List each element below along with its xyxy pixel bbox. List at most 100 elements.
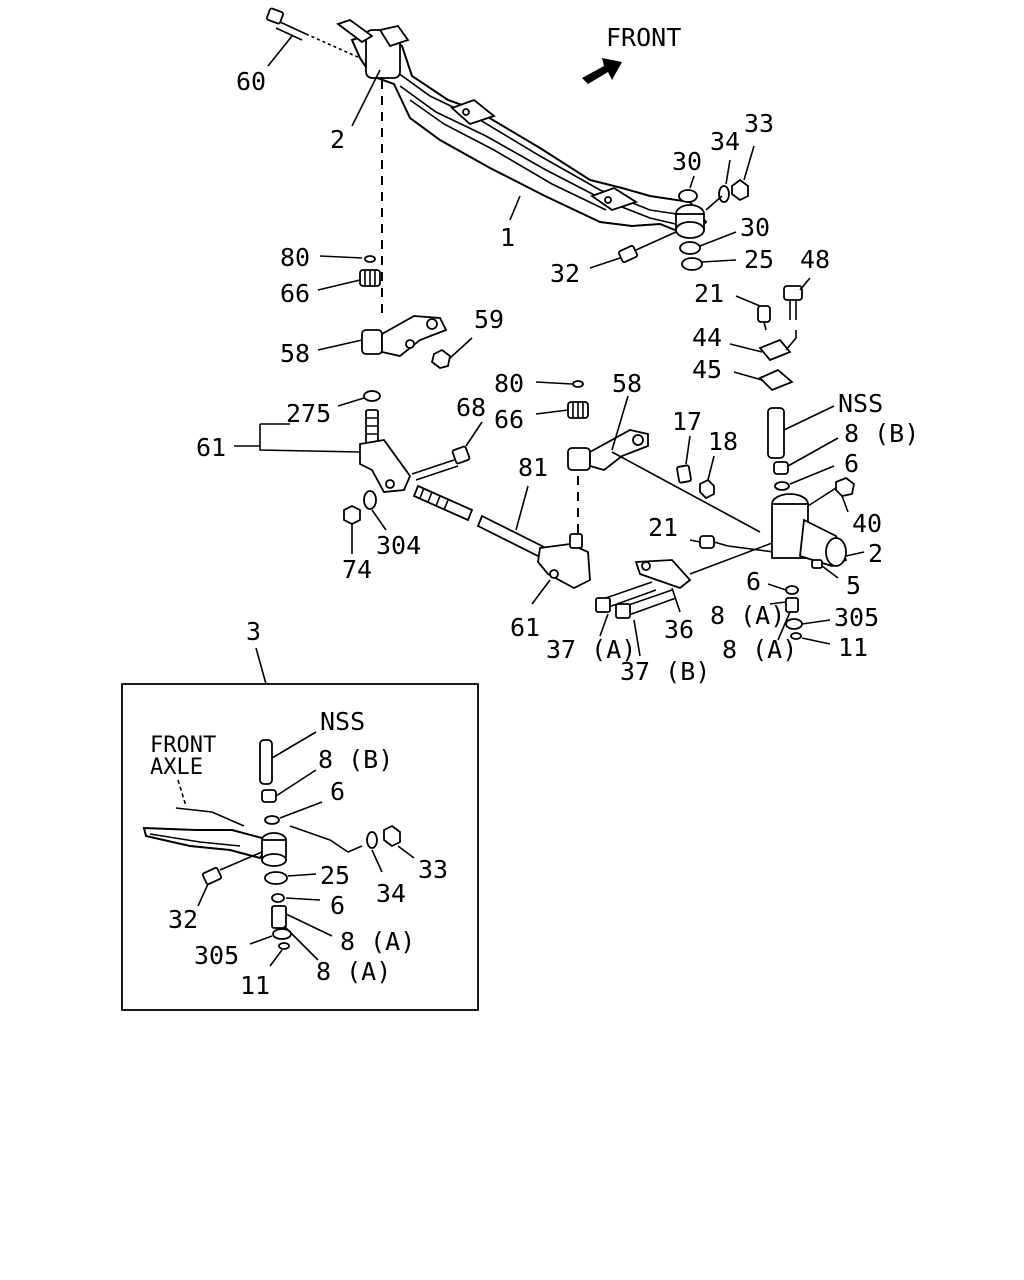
nut-74 [343,504,361,526]
bolt-60 [266,7,361,59]
washer-30b [679,241,701,255]
inset-callout-6a: 6 [330,777,345,806]
callout-21a: 21 [694,279,724,308]
callout-25a: 25 [744,245,774,274]
washer-304 [363,490,377,510]
stud-17 [676,464,692,484]
inset-callout-8a-1: 8 (A) [340,927,415,956]
inset-bushing-8a [271,905,287,929]
washer-34 [718,185,730,203]
callout-80b: 80 [494,369,524,398]
plate-45 [758,368,794,392]
bushing-8b [773,461,789,475]
inset-callout-25: 25 [320,861,350,890]
inset-callout-33: 33 [418,855,448,884]
bolt-48 [783,285,803,320]
callout-44: 44 [692,323,722,352]
inset-callout-11: 11 [240,971,270,1000]
kingpin-nss [767,407,785,459]
cotter-pin-80 [364,255,376,263]
callout-6a: 6 [844,449,859,478]
inset-kingpin [259,739,273,785]
front-direction-label: FRONT [606,23,681,52]
inset-shim-6b [271,893,285,903]
steering-lever-36 [595,559,692,619]
inset-nut-33 [383,824,401,848]
front-arrow-icon [582,58,622,84]
callout-80a: 80 [280,243,310,272]
tie-rod-arm-left [359,409,412,493]
grease-nipple-21b [699,535,729,549]
callout-8a-2: 8 (A) [722,635,797,664]
callout-61b: 61 [510,613,540,642]
callout-30b: 30 [740,213,770,242]
inset-shim-6 [264,815,280,825]
callout-17: 17 [672,407,702,436]
bolt-32 [617,244,639,264]
inset-bolt-32 [201,866,223,886]
callout-59: 59 [474,305,504,334]
callout-34a: 34 [710,127,740,156]
callout-45: 45 [692,355,722,384]
washer-275 [363,390,381,402]
callout-11: 11 [838,633,868,662]
inset-axle-label-line1: FRONT [150,733,216,758]
castle-nut-66b [567,401,589,419]
callout-8b: 8 (B) [844,419,919,448]
detail-inset-3: FRONT AXLE [121,683,479,1011]
callout-18: 18 [708,427,738,456]
callout-305: 305 [834,603,879,632]
inset-callout-32: 32 [168,905,198,934]
inset-callout-nss: NSS [320,707,365,736]
callout-33a: 33 [744,109,774,138]
steering-knuckle-right [771,493,848,569]
cotter-pin-80b [572,380,584,388]
nut-18 [699,478,715,500]
callout-nss: NSS [838,389,883,418]
callout-74: 74 [342,555,372,584]
callout-48: 48 [800,245,830,274]
inset-callout-34: 34 [376,879,406,908]
callout-66b: 66 [494,405,524,434]
callout-3: 3 [246,617,261,646]
callout-30a: 30 [672,147,702,176]
inset-callout-8b: 8 (B) [318,745,393,774]
front-axle-beam [336,18,708,239]
inset-callout-8a-2: 8 (A) [316,957,391,986]
callout-66a: 66 [280,279,310,308]
inset-bushing-8b [261,789,277,803]
callout-275: 275 [286,399,331,428]
tie-rod-81 [412,484,548,560]
callout-60: 60 [236,67,266,96]
callout-58a: 58 [280,339,310,368]
callout-8a-1: 8 (A) [710,601,785,630]
nut-59 [430,348,451,369]
callout-36: 36 [664,615,694,644]
shim-6b [785,585,799,595]
steering-arm-left [361,315,448,357]
inset-washer-34 [366,831,378,849]
callout-81: 81 [518,453,548,482]
inset-axle-label-line2: AXLE [150,755,203,780]
callout-6b: 6 [746,567,761,596]
callout-61a: 61 [196,433,226,462]
callout-68: 68 [456,393,486,422]
inset-washer-25 [264,871,288,885]
callout-1: 1 [500,223,515,252]
washer-25 [681,257,703,271]
callout-58b: 58 [612,369,642,398]
grease-nipple-21a [757,305,771,331]
callout-5: 5 [846,571,861,600]
castle-nut-66 [359,269,381,287]
callout-304: 304 [376,531,421,560]
washer-30a [678,189,698,203]
callout-40: 40 [852,509,882,538]
callout-37a: 37 (A) [546,635,636,664]
inset-snap-ring-11 [278,942,290,950]
callout-37b: 37 (B) [620,657,710,686]
steering-arm-right [567,429,649,471]
nut-33 [731,178,749,202]
shim-6 [774,481,790,491]
bolt-68 [411,445,471,481]
